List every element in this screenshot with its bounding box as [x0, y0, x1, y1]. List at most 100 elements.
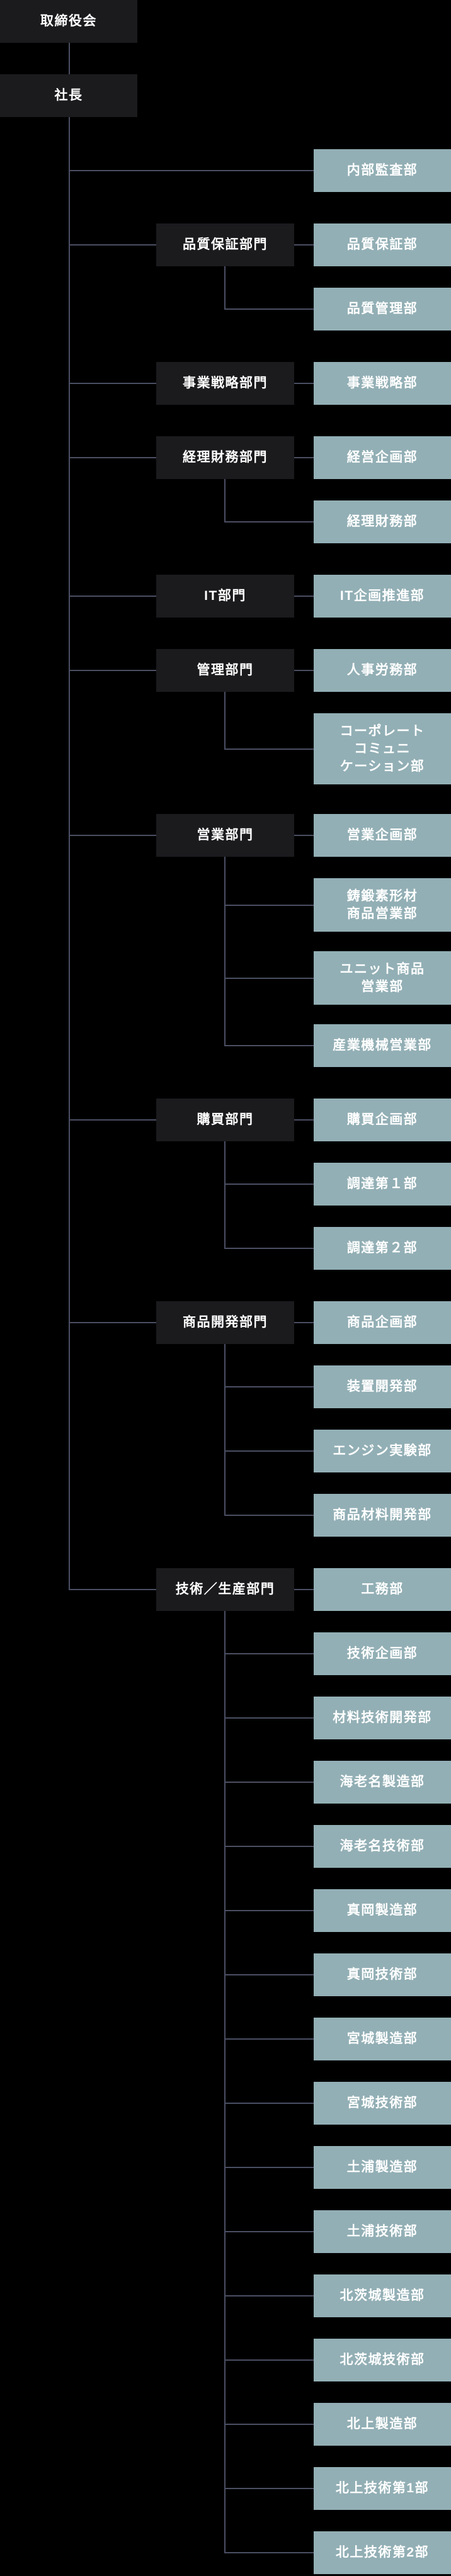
elbow-line: [224, 1450, 314, 1452]
department-box: 真岡製造部: [314, 1889, 451, 1932]
elbow-line: [224, 2295, 314, 2296]
division-connector-line: [294, 670, 314, 671]
drop-line: [224, 857, 226, 1046]
elbow-line: [224, 2103, 314, 2104]
division-box: 購買部門: [156, 1099, 294, 1141]
branch-line: [69, 1322, 156, 1323]
department-box: 宮城製造部: [314, 2018, 451, 2060]
branch-line: [69, 244, 156, 246]
elbow-line: [224, 904, 314, 906]
division-box: 事業戦略部門: [156, 362, 294, 405]
elbow-line: [224, 1782, 314, 1783]
department-box: エンジン実験部: [314, 1430, 451, 1472]
elbow-line: [224, 2424, 314, 2425]
branch-line: [69, 596, 156, 597]
department-box: 品質保証部: [314, 223, 451, 266]
department-box: 海老名技術部: [314, 1825, 451, 1868]
drop-line: [224, 1141, 226, 1249]
department-box: 人事労務部: [314, 649, 451, 692]
branch-line: [69, 835, 156, 836]
department-box: 事業戦略部: [314, 362, 451, 405]
drop-line: [224, 692, 226, 750]
president-box: 社長: [0, 74, 137, 117]
division-connector-line: [294, 596, 314, 597]
elbow-line: [224, 1910, 314, 1911]
department-box: 装置開発部: [314, 1365, 451, 1408]
department-box: 土浦技術部: [314, 2210, 451, 2253]
department-box: 北茨城製造部: [314, 2274, 451, 2317]
trunk-line: [69, 43, 70, 74]
elbow-line: [224, 2167, 314, 2168]
division-connector-line: [294, 1119, 314, 1121]
division-connector-line: [294, 383, 314, 384]
department-box: 宮城技術部: [314, 2082, 451, 2125]
drop-line: [224, 266, 226, 310]
branch-line: [69, 1589, 156, 1590]
branch-line: [69, 670, 156, 671]
division-box: 技術／生産部門: [156, 1568, 294, 1611]
department-box: 北上技術第2部: [314, 2531, 451, 2574]
trunk-line: [69, 117, 70, 1590]
department-box: 商品材料開発部: [314, 1494, 451, 1537]
department-box: 工務部: [314, 1568, 451, 1611]
board-box: 取締役会: [0, 0, 137, 43]
elbow-line: [224, 2038, 314, 2040]
department-box: 土浦製造部: [314, 2146, 451, 2189]
department-box: 購買企画部: [314, 1099, 451, 1141]
elbow-line: [224, 521, 314, 523]
elbow-line: [224, 2488, 314, 2489]
department-box: 海老名製造部: [314, 1761, 451, 1804]
department-box: 技術企画部: [314, 1632, 451, 1675]
department-box: 営業企画部: [314, 814, 451, 857]
department-box: 調達第１部: [314, 1163, 451, 1206]
division-box: 経理財務部門: [156, 436, 294, 479]
branch-line: [69, 457, 156, 458]
department-box: ユニット商品 営業部: [314, 951, 451, 1005]
department-box: 真岡技術部: [314, 1953, 451, 1996]
department-box: IT企画推進部: [314, 575, 451, 618]
elbow-line: [224, 1248, 314, 1249]
division-connector-line: [294, 1589, 314, 1590]
elbow-line: [224, 1515, 314, 1516]
department-box: 北上製造部: [314, 2403, 451, 2446]
branch-line: [69, 1119, 156, 1121]
division-connector-line: [294, 1322, 314, 1323]
elbow-line: [224, 1386, 314, 1387]
elbow-line: [224, 977, 314, 979]
department-box: 商品企画部: [314, 1301, 451, 1344]
drop-line: [224, 1611, 226, 2553]
department-box: 北上技術第1部: [314, 2467, 451, 2510]
division-connector-line: [294, 457, 314, 458]
division-box: 品質保証部門: [156, 223, 294, 266]
elbow-line: [224, 2552, 314, 2553]
department-box: 経理財務部: [314, 500, 451, 543]
department-box: 調達第２部: [314, 1227, 451, 1270]
elbow-line: [224, 2359, 314, 2361]
elbow-line: [224, 308, 314, 310]
elbow-line: [224, 1974, 314, 1975]
elbow-line: [224, 1717, 314, 1719]
branch-line: [69, 170, 314, 171]
division-box: 商品開発部門: [156, 1301, 294, 1344]
elbow-line: [224, 1653, 314, 1654]
elbow-line: [224, 1045, 314, 1046]
division-connector-line: [294, 244, 314, 246]
elbow-line: [224, 1846, 314, 1847]
department-box: コーポレート コミュニ ケーション部: [314, 713, 451, 784]
elbow-line: [224, 1183, 314, 1185]
elbow-line: [224, 2231, 314, 2232]
department-box: 品質管理部: [314, 288, 451, 330]
division-connector-line: [294, 835, 314, 836]
department-box: 産業機械営業部: [314, 1024, 451, 1067]
division-box: 営業部門: [156, 814, 294, 857]
elbow-line: [224, 748, 314, 750]
department-box: 内部監査部: [314, 149, 451, 192]
branch-line: [69, 383, 156, 384]
department-box: 材料技術開発部: [314, 1697, 451, 1739]
drop-line: [224, 1344, 226, 1516]
drop-line: [224, 479, 226, 523]
department-box: 経営企画部: [314, 436, 451, 479]
department-box: 鋳鍛素形材 商品営業部: [314, 878, 451, 932]
department-box: 北茨城技術部: [314, 2339, 451, 2381]
